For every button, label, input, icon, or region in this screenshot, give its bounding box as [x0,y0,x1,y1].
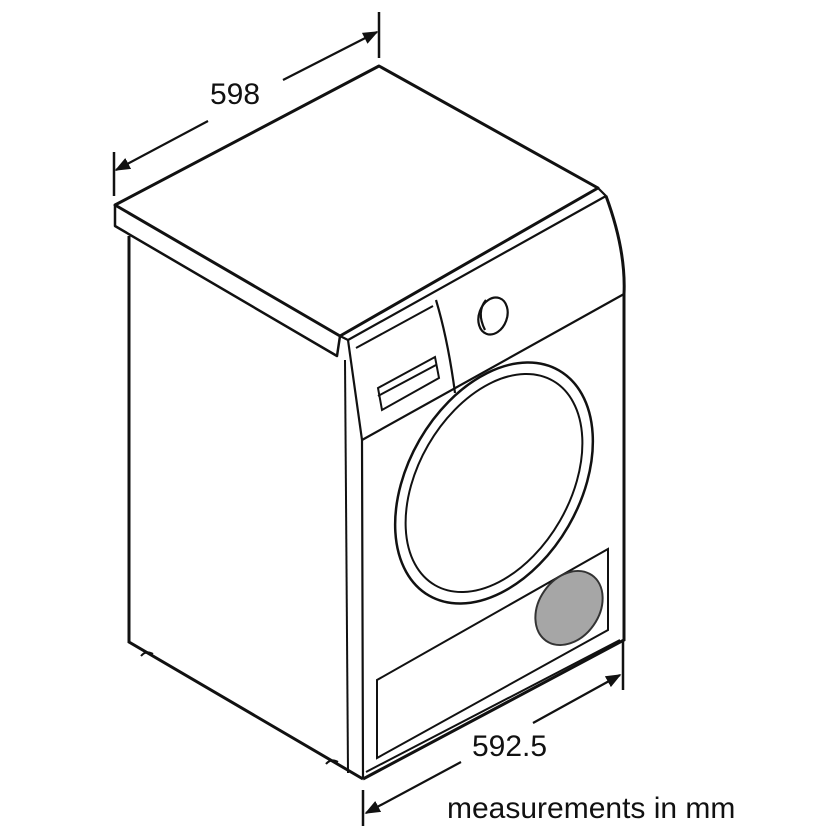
door-icon [393,361,595,605]
dryer-side [127,236,364,781]
width-dimension-label: 598 [210,78,261,111]
lower-panel [376,547,609,760]
filter-cover-icon [534,569,604,647]
depth-dimension [361,641,625,826]
depth-dimension-label: 592.5 [472,730,548,763]
width-dimension [112,12,381,196]
units-caption: measurements in mm [447,792,736,825]
dryer-front [346,195,626,781]
program-knob-icon [477,296,509,336]
drawer-handle-icon [376,355,441,412]
dryer-top [113,64,608,358]
